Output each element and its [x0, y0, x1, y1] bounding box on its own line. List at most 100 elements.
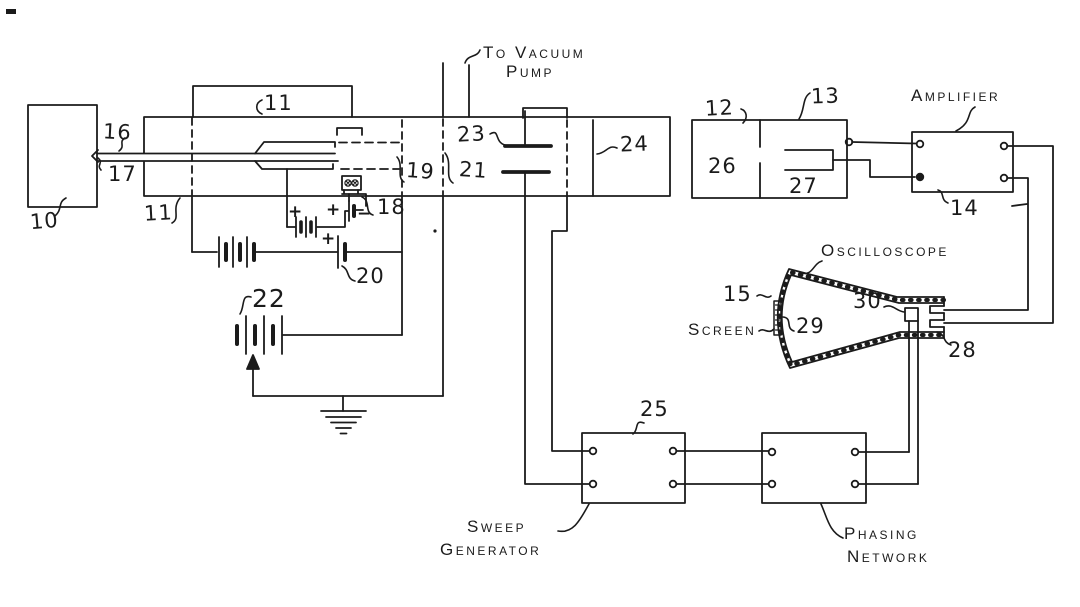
coil-right: [351, 179, 359, 187]
scan-speck: [6, 9, 16, 14]
amplifier-label: Amplifier: [911, 86, 1001, 105]
tap-arrow: [246, 354, 260, 397]
leader-16: [118, 137, 126, 152]
ion-battery-plus-mark: +: [288, 202, 303, 222]
battery-20-plus-mark: +: [321, 229, 336, 249]
leader-22: [239, 295, 252, 315]
ref-19-label: 19: [405, 158, 436, 184]
leader-20: [341, 265, 356, 282]
amp-out-wire-a: [943, 145, 1054, 324]
leader-25: [632, 421, 645, 435]
box-10-notch: [91, 149, 99, 163]
ref-21-label: 21: [458, 157, 489, 183]
coil-cross-marks: [345, 180, 358, 186]
upper-flare: [254, 141, 336, 155]
screen-label: Screen: [688, 320, 757, 339]
ref-24-label: 24: [619, 131, 650, 157]
modulation-plates: [501, 110, 590, 485]
phase-term-lt: [767, 447, 777, 457]
battery-22-short-bars: [235, 324, 275, 346]
ref-20-label: 20: [356, 264, 385, 288]
ref-13-label: 13: [810, 83, 841, 109]
ref-11-top-label: 11: [264, 91, 293, 115]
leader-12: [740, 108, 747, 124]
leader-screen: [758, 328, 775, 333]
stray-dash: [1011, 203, 1028, 207]
to-vacuum-pump-label-line2: Pump: [506, 62, 555, 81]
sweep-generator-box: [581, 432, 686, 504]
leader-30: [883, 305, 905, 313]
filament-box: [341, 175, 362, 191]
sweep-generator-label-line2: Generator: [440, 540, 542, 559]
sweep-term-rb: [668, 479, 678, 489]
ref-18-label: 18: [377, 195, 406, 219]
leader-vacuum-pump: [464, 49, 481, 64]
box-phasing: [761, 432, 867, 504]
amp-terminal-in-bottom: [915, 172, 925, 182]
collector-cup-27: [784, 149, 834, 171]
ref-10-label: 10: [28, 207, 60, 235]
scan-artifacts: [6, 9, 1028, 233]
crt-envelope-outer: [776, 268, 945, 369]
ref-26-label: 26: [708, 154, 737, 178]
coil-left: [344, 179, 352, 187]
wire-collector-to-amp: [832, 159, 916, 178]
amplifier-box: [911, 131, 1054, 324]
vacuum-pipe: [442, 62, 470, 118]
filament-coils: [344, 179, 359, 187]
crt-screen-29: [773, 300, 782, 336]
seal-port: [522, 107, 568, 119]
cell-20: [337, 235, 347, 269]
sweep-generator-label-line1: Sweep: [467, 517, 527, 536]
battery-18-plus-mark: +: [326, 200, 341, 220]
leader-11-left: [171, 197, 181, 224]
ref-11-left-label: 11: [143, 200, 174, 226]
ref-29-label: 29: [796, 314, 825, 338]
phase-term-lb: [767, 479, 777, 489]
leader-phasing-network: [820, 503, 844, 539]
box-12-13: [691, 119, 848, 199]
leader-amplifier: [955, 106, 976, 132]
leader-28: [936, 331, 952, 346]
wire-box-to-amp-top: [851, 141, 917, 145]
battery-22-long-bars: [245, 315, 283, 355]
box-10: [27, 104, 98, 208]
leader-15: [756, 294, 772, 298]
leader-17: [97, 157, 102, 171]
amp-terminal-in-top: [915, 139, 925, 149]
stepped-lead: [551, 195, 590, 452]
crt-glass-hatching: [777, 270, 946, 367]
beam-capillary: [96, 141, 339, 228]
leader-13: [798, 92, 811, 120]
interconnect-wires: [676, 450, 919, 485]
lower-flare: [254, 160, 334, 170]
row-a-short-bars: [299, 220, 313, 234]
ref-27-label: 27: [789, 174, 818, 198]
analyzer-tube: [143, 62, 671, 197]
ref-16-label: 16: [102, 119, 133, 145]
phasing-network-label-line1: Phasing: [844, 524, 919, 543]
screen-bar: [773, 300, 782, 336]
battery-18-minus-mark: −: [357, 204, 372, 224]
ref-28-label: 28: [948, 338, 977, 362]
ground-bars: [320, 410, 367, 435]
tap-arrow-head: [246, 354, 260, 370]
ref-12-label: 12: [704, 95, 735, 121]
scan-dot: [433, 229, 437, 233]
collector-box: [691, 119, 917, 199]
tube-outline: [143, 116, 671, 197]
row-a-battery: [295, 216, 317, 238]
row-a-wire: [286, 210, 349, 228]
gun-lower-bracket: [341, 189, 367, 207]
to-vacuum-pump-label-line1: To Vacuum: [483, 43, 586, 62]
leader-24: [596, 146, 618, 155]
phasing-network-label-line2: Network: [847, 547, 930, 566]
leader-19: [396, 156, 405, 183]
row-a-long-bars: [295, 216, 317, 238]
ref-15-label: 15: [723, 282, 752, 306]
crt-plate-tab-upper: [929, 305, 945, 314]
leader-29: [782, 316, 795, 332]
ref-23-label: 23: [456, 121, 487, 147]
